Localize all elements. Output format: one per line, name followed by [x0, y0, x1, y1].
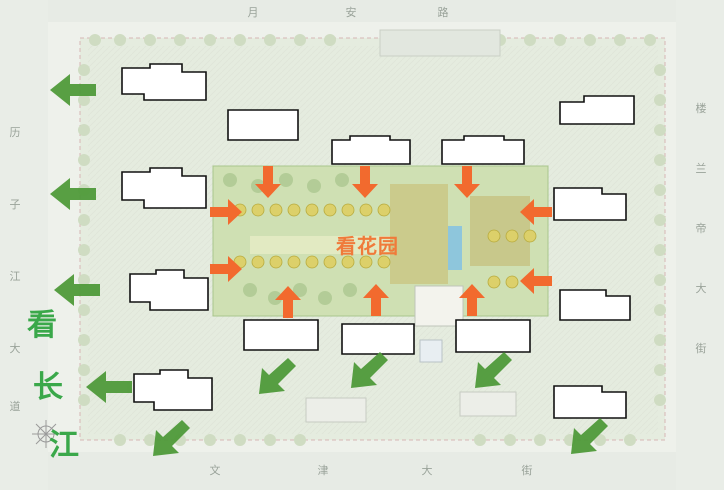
road-right-char-3: 帝	[695, 222, 707, 235]
building-n1	[226, 108, 300, 142]
road-top-char-1: 月	[247, 6, 259, 19]
building-nw1	[120, 62, 210, 102]
road-top-char-3: 路	[437, 6, 449, 19]
building-w1	[120, 166, 210, 210]
road-right-char-2: 兰	[695, 162, 707, 175]
perimeter-trees	[78, 34, 666, 446]
building-s3	[454, 318, 532, 354]
road-left-char-4: 大	[9, 342, 21, 355]
road-south	[0, 452, 724, 490]
building-ne1	[558, 94, 636, 126]
road-bottom-char-3: 大	[421, 464, 433, 477]
building-s2	[340, 322, 416, 356]
road-east	[676, 0, 724, 490]
road-right-char-1: 楼	[695, 102, 707, 115]
road-west	[0, 0, 48, 490]
river-label-char-1: 看	[27, 308, 57, 343]
building-e2	[558, 288, 632, 322]
road-left-char-3: 江	[9, 270, 21, 283]
road-north	[0, 0, 724, 22]
river-label-char-3: 江	[49, 428, 79, 463]
road-top-char-2: 安	[345, 6, 357, 19]
road-right-char-4: 大	[695, 282, 707, 295]
building-se1	[552, 384, 628, 420]
building-sw1	[132, 368, 216, 412]
building-n2	[330, 134, 412, 166]
garden-label: 看花园	[336, 234, 399, 258]
road-bottom-char-4: 街	[521, 464, 533, 477]
building-s1	[242, 318, 320, 352]
river-label-char-2: 长	[33, 370, 63, 405]
road-bottom-char-2: 津	[317, 464, 329, 477]
road-left-char-5: 道	[9, 400, 21, 413]
road-left-char-2: 子	[9, 198, 21, 211]
building-n3	[440, 134, 526, 166]
road-bottom-char-1: 文	[209, 464, 221, 477]
garden-trees	[233, 203, 537, 289]
water-feature	[448, 226, 462, 270]
north-arrow-icon	[32, 420, 60, 448]
building-e1	[552, 186, 628, 222]
road-left-char-1: 历	[9, 126, 21, 139]
road-right-char-5: 街	[695, 342, 707, 355]
building-w2	[128, 268, 212, 312]
